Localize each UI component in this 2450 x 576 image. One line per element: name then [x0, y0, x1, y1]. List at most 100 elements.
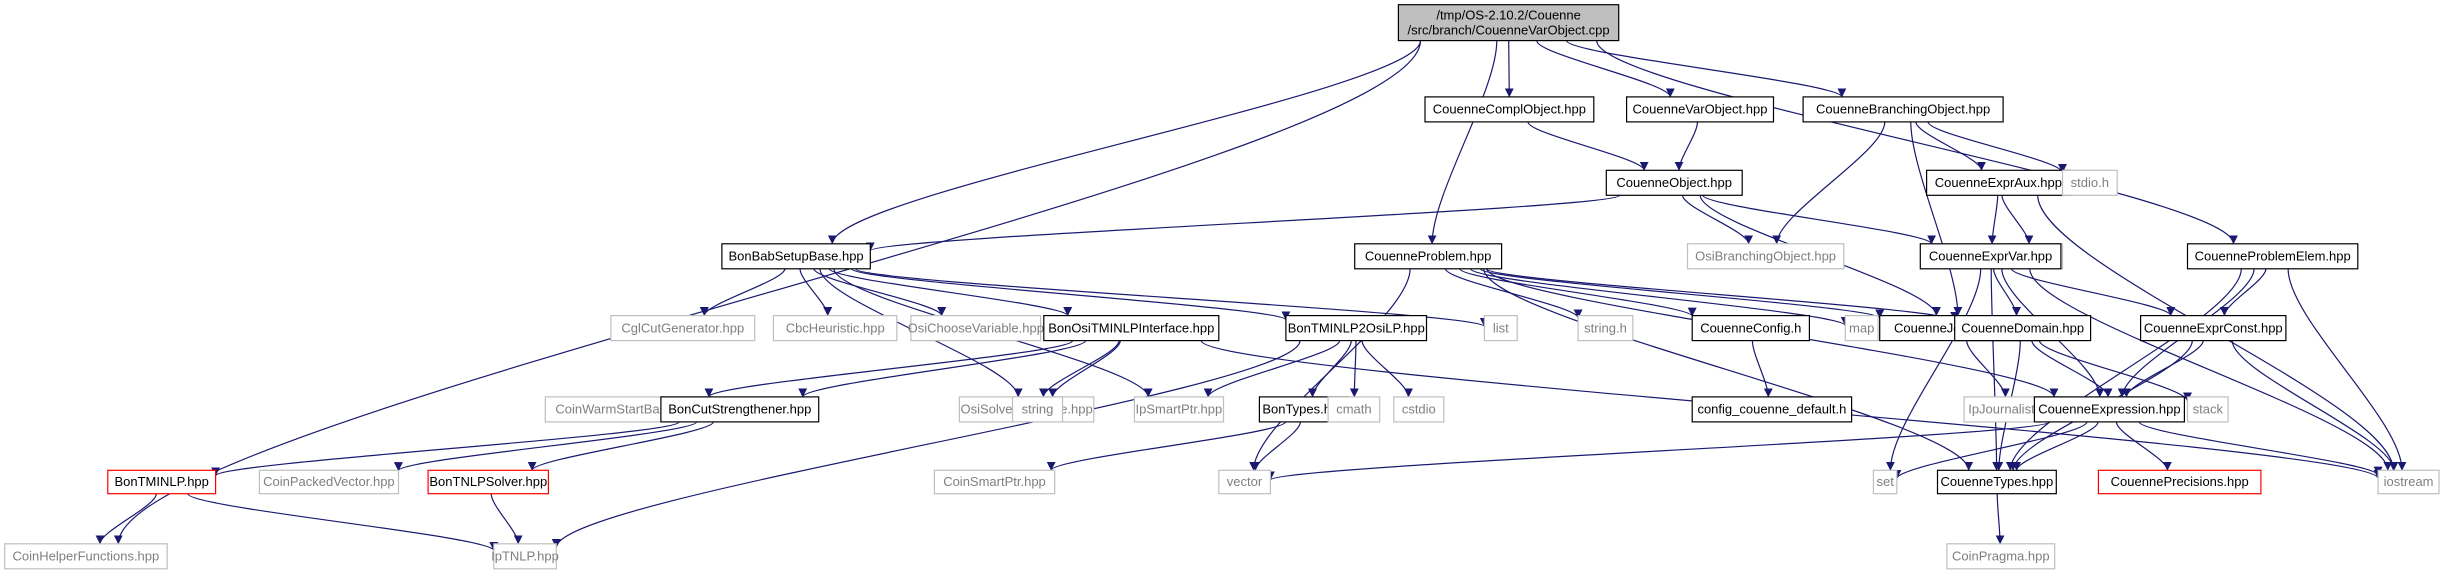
node-coupbm[interactable]: CouenneProblem.hpp [1354, 243, 1503, 270]
node-box [4, 543, 168, 570]
node-box [1802, 96, 2004, 123]
node-box [610, 315, 756, 342]
edge-couexpraux-to-couexprvar [1987, 195, 1999, 245]
edge-couexpraux-to-assert [2001, 195, 2034, 245]
node-box [2061, 169, 2118, 196]
node-bonbab[interactable]: BonBabSetupBase.hpp [721, 243, 871, 270]
node-box [2377, 469, 2440, 495]
edge-bontminlp-to-iptnlp [187, 493, 499, 552]
node-box [427, 469, 550, 495]
node-coupbmelem[interactable]: CouenneProblemElem.hpp [2186, 243, 2359, 270]
edge-boncut-to-coinpacked [394, 421, 698, 472]
edge-coupbmelem-to-couexprconst [2219, 268, 2267, 317]
node-label: IpSmartPtr.hpp [1136, 402, 1223, 417]
node-cmath: cmath [1327, 396, 1381, 423]
node-osichoose: OsiChooseVariable.hpp [908, 315, 1044, 342]
node-box [1424, 96, 1595, 123]
node-cstdio: cstdio [1393, 396, 1445, 423]
edge-couexpr-to-vector [1266, 421, 2050, 481]
node-label: CouenneProblem.hpp [1365, 248, 1491, 263]
node-box [2140, 315, 2287, 342]
edge-couobj-to-bonbab [866, 194, 1621, 252]
node-label: IpTNLP.hpp [491, 549, 559, 564]
node-box [258, 469, 400, 495]
edge-bonosi-to-osisolver [1038, 340, 1120, 398]
node-couconfig[interactable]: CouenneConfig.h [1691, 315, 1810, 342]
edge-couexprconst-to-couexpr [2121, 340, 2204, 398]
edge-coupbm-to-coujournal [1479, 268, 1884, 319]
node-coucompl[interactable]: CouenneComplObject.hpp [1424, 96, 1595, 123]
edge-coubranch-to-coujournal [1910, 121, 1963, 317]
node-bonosi[interactable]: BonOsiTMINLPInterface.hpp [1043, 315, 1220, 342]
node-box [1691, 396, 1853, 423]
node-label: list [1493, 320, 1509, 335]
edge-bonosi-to-boncut [798, 340, 1087, 398]
node-box [1133, 396, 1225, 423]
node-coutypes[interactable]: CouenneTypes.hpp [1936, 469, 2057, 495]
node-couexprvar[interactable]: CouenneExprVar.hpp [1919, 243, 2062, 270]
edge-coujournal-to-ipjournal [1966, 340, 2010, 398]
edge-coubranch-to-stdio [1927, 121, 2067, 173]
node-couexprconst[interactable]: CouenneExprConst.hpp [2140, 315, 2287, 342]
node-label: CouenneProblemElem.hpp [2195, 248, 2351, 263]
node-box [1285, 315, 1428, 342]
edge-couexprconst-to-iostream [2231, 340, 2399, 471]
edge-couconfig-to-configdef [1751, 340, 1773, 398]
node-coin-helper: CoinHelperFunctions.hpp [4, 543, 168, 570]
node-coudomain[interactable]: CouenneDomain.hpp [1954, 315, 2092, 342]
edge-coupbm-to-coudomain [1485, 268, 1959, 322]
edge-root-to-coubranch [1565, 40, 1847, 98]
node-label: string [1022, 402, 1054, 417]
node-label: CoinPackedVector.hpp [263, 474, 395, 489]
node-couvarobj[interactable]: CouenneVarObject.hpp [1625, 96, 1775, 123]
node-label: cmath [1336, 402, 1371, 417]
node-label: CouenneVarObject.hpp [1633, 102, 1768, 117]
node-configdef[interactable]: config_couenne_default.h [1691, 396, 1853, 423]
node-box [1327, 396, 1381, 423]
node-bontminlp2osi[interactable]: BonTMINLP2OsiLP.hpp [1285, 315, 1428, 342]
node-label: CouenneDomain.hpp [1961, 320, 2084, 335]
node-couexpraux[interactable]: CouenneExprAux.hpp [1925, 169, 2071, 196]
node-box [2033, 396, 2186, 423]
node-label: CoinPragma.hpp [1952, 549, 2050, 564]
node-box [1686, 243, 1845, 270]
edge-bontminlp2osi-to-bontypes [1308, 340, 1352, 398]
node-box [1625, 96, 1775, 123]
edge-bontminlp2osi-to-iptnlp [551, 340, 1301, 549]
edge-bontypes-to-vector [1250, 421, 1301, 471]
node-label: BonOsiTMINLPInterface.hpp [1048, 320, 1214, 335]
node-couprec[interactable]: CouennePrecisions.hpp [2097, 469, 2262, 495]
edge-boncut-to-bontnlp [527, 421, 714, 471]
node-box [1218, 469, 1272, 495]
node-box [933, 469, 1056, 495]
node-ipsmart: IpSmartPtr.hpp [1133, 396, 1225, 423]
node-couexpr[interactable]: CouenneExpression.hpp [2033, 396, 2186, 423]
node-couobj[interactable]: CouenneObject.hpp [1605, 169, 1743, 196]
node-boncut[interactable]: BonCutStrengthener.hpp [660, 396, 820, 423]
node-coinpragma: CoinPragma.hpp [1946, 543, 2056, 570]
node-box [1354, 243, 1503, 270]
node-label: config_couenne_default.h [1697, 402, 1846, 417]
node-box [1844, 315, 1879, 342]
edge-root-to-bonbab [827, 40, 1422, 245]
edge-root-to-coucompl [1504, 40, 1514, 98]
node-box [2097, 469, 2262, 495]
edge-couobj-to-couexprvar [1702, 194, 1936, 245]
node-coubranch[interactable]: CouenneBranchingObject.hpp [1802, 96, 2004, 123]
edge-bonbab-to-cbcheur [799, 268, 833, 317]
edge-couobj-to-osibranch [1681, 195, 1754, 245]
node-label: BonTMINLP2OsiLP.hpp [1288, 320, 1425, 335]
node-label: CouenneComplObject.hpp [1433, 102, 1586, 117]
node-label: set [1877, 474, 1895, 489]
node-box [1919, 243, 2062, 270]
edge-bontminlp2osi-to-cmath [1349, 340, 1359, 398]
node-label: string.h [1584, 320, 1627, 335]
node-box [1397, 4, 1620, 42]
edge-boncut-to-bontminlp [211, 421, 680, 477]
edge-bonbab-to-bontminlp2osi [850, 268, 1291, 321]
node-bontminlp[interactable]: BonTMINLP.hpp [107, 469, 217, 495]
node-stdio: stdio.h [2061, 169, 2118, 196]
node-box [1393, 396, 1445, 423]
node-bontnlp[interactable]: BonTNLPSolver.hpp [427, 469, 550, 495]
